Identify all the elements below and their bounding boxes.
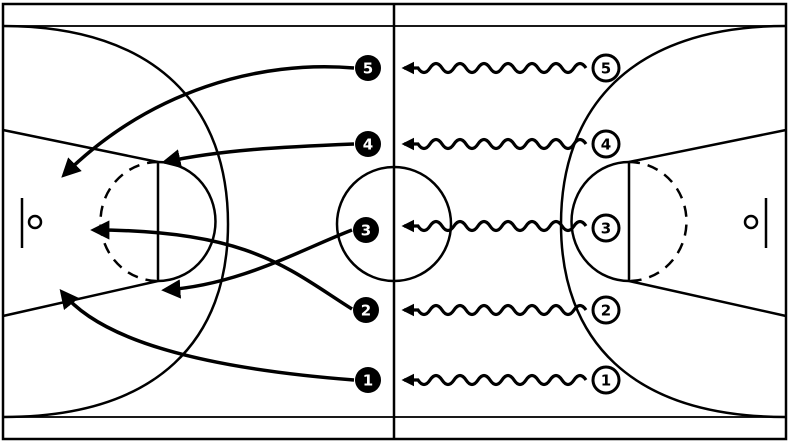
free-throw-circle-dashed-left [99,160,159,283]
player-marker-right-4: 4 [591,129,621,159]
player-label: 4 [601,136,611,154]
player-marker-left-4: 4 [355,131,381,157]
player-label: 3 [361,222,371,240]
player-marker-right-1: 1 [591,365,621,395]
player-label: 2 [361,302,371,320]
lane-line-right-top [628,128,787,164]
player-label: 2 [601,302,611,320]
cut-arrow-player-4 [161,142,355,169]
dribble-arrow-row-3 [401,219,588,233]
cut-arrow-player-5 [61,65,355,178]
free-throw-circle-dashed-right [628,160,688,283]
dribble-arrow-row-5 [401,373,588,387]
basket-hoop-icon [743,198,768,248]
basket-hoop-icon [20,198,43,248]
center-circle [335,165,453,283]
three-point-arc-left [2,24,230,419]
lane-line-left-top [2,128,159,164]
player-marker-right-3: 3 [591,213,621,243]
player-marker-right-5: 5 [591,53,621,83]
player-marker-left-2: 2 [353,297,379,323]
player-label: 1 [601,372,611,390]
cut-arrow-player-1 [59,288,355,382]
lane-line-right-bottom [628,279,787,318]
dribble-arrow-row-1 [401,61,588,75]
player-label: 5 [363,60,373,78]
cut-arrow-player-2 [90,220,353,311]
player-label: 1 [363,372,373,390]
player-marker-right-2: 2 [591,295,621,325]
free-throw-circle-solid-right [570,160,630,283]
lane-line-left-bottom [2,279,159,318]
cut-arrows [59,65,355,382]
free-throw-circle-solid-left [157,160,217,283]
dribble-arrows [401,61,588,387]
player-marker-left-5: 5 [355,55,381,81]
player-label: 3 [601,220,611,238]
player-label: 4 [363,136,373,154]
player-label: 5 [601,60,611,78]
cut-arrow-player-3 [161,228,353,299]
player-marker-left-3: 3 [353,217,379,243]
dribble-arrow-row-2 [401,137,588,151]
player-marker-left-1: 1 [355,367,381,393]
dribble-arrow-row-4 [401,303,588,317]
